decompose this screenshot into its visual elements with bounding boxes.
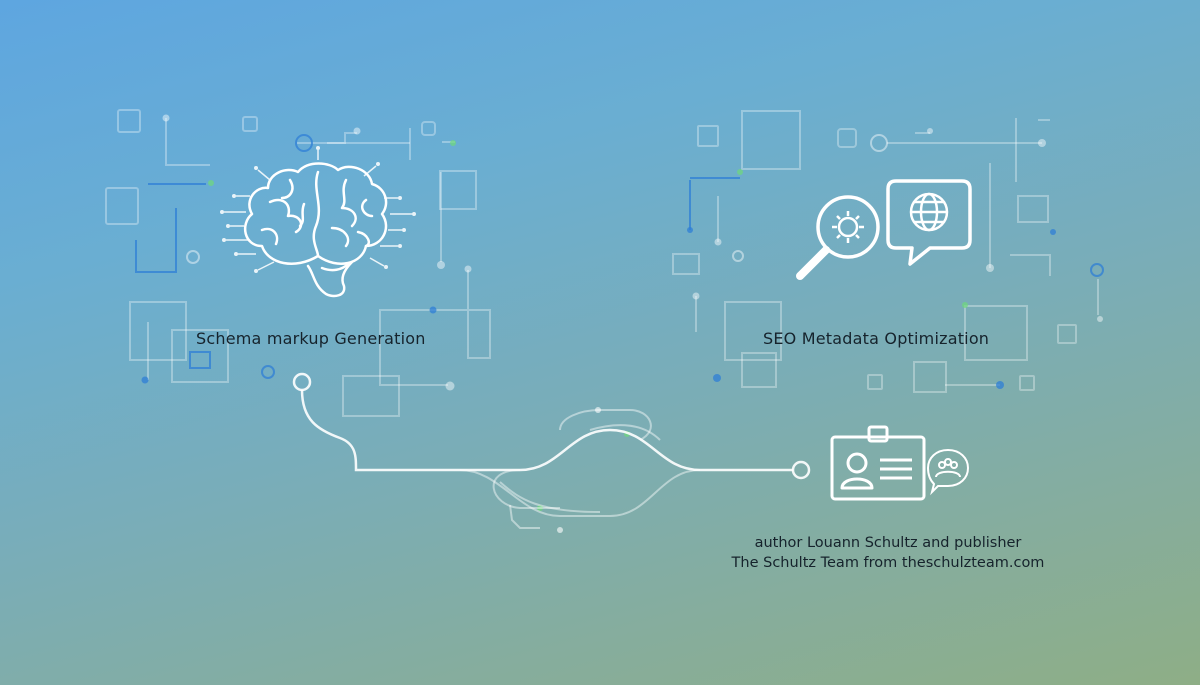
schema-markup-label: Schema markup Generation [196, 329, 426, 348]
flow-end-node [791, 460, 811, 480]
id-badge-icon [830, 425, 926, 501]
credit-line-1: author Louann Schultz and publisher [754, 535, 1022, 551]
seo-metadata-label: SEO Metadata Optimization [763, 329, 990, 348]
community-chat-icon [926, 448, 970, 496]
flow-start-node [292, 372, 312, 392]
author-credit: author Louann Schultz and publisher The … [700, 533, 1076, 573]
credit-line-2: The Schultz Team from theschulzteam.com [731, 555, 1045, 571]
